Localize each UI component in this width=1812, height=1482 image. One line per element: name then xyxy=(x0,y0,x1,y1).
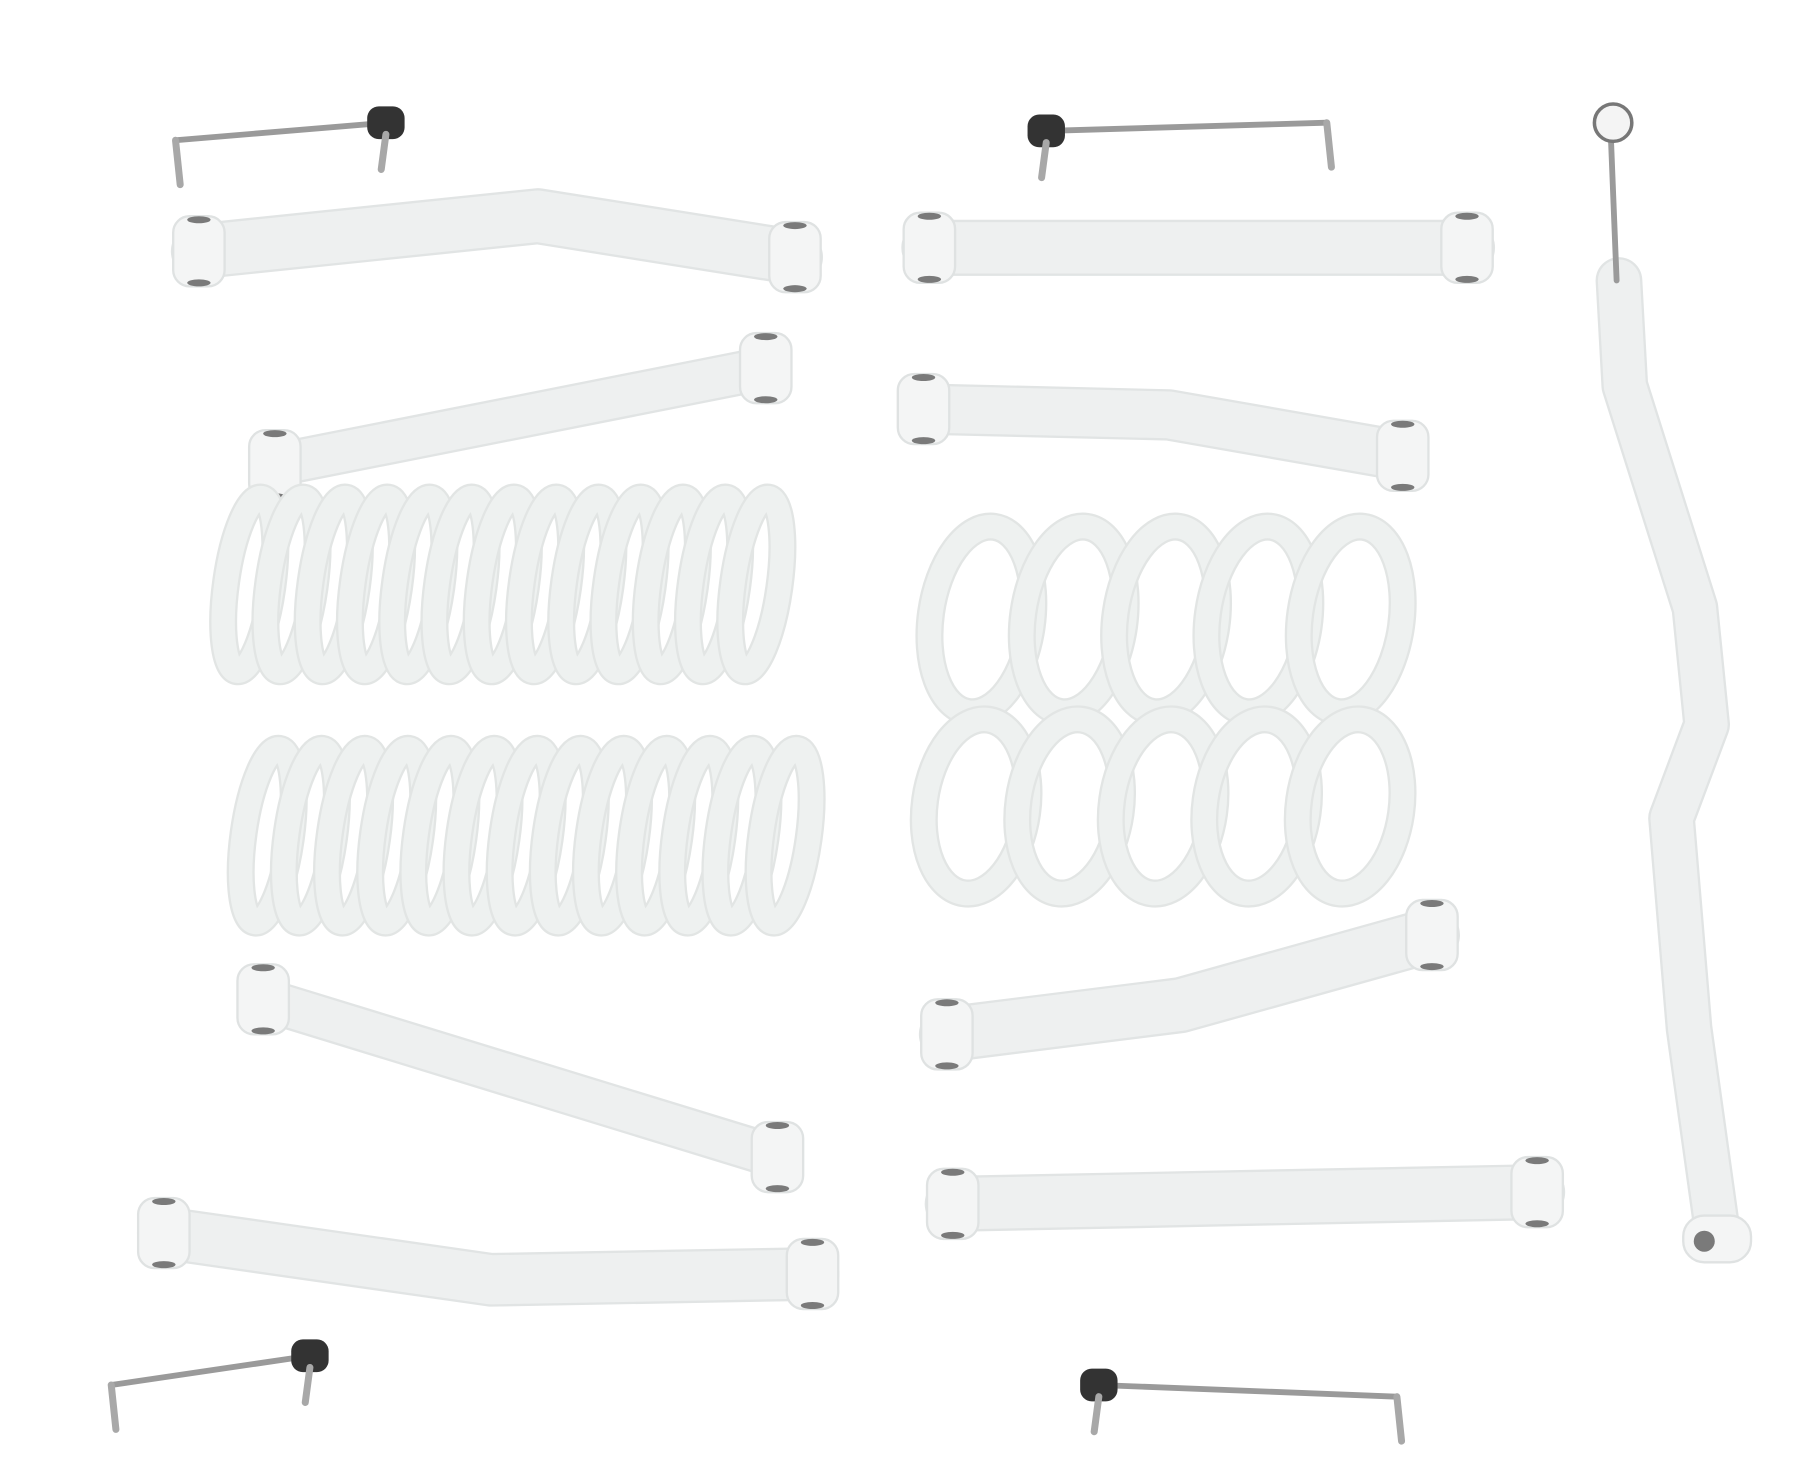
control-arm-8 xyxy=(924,1155,1566,1241)
bushing-sleeve xyxy=(941,1231,965,1239)
bushing-sleeve xyxy=(765,1122,790,1130)
bushing-sleeve xyxy=(1525,1220,1549,1228)
coil-spring-4 xyxy=(909,705,1417,908)
bushing-sleeve xyxy=(911,437,936,445)
bushing-sleeve xyxy=(754,396,778,404)
rod-end xyxy=(291,1339,329,1373)
stud xyxy=(1038,139,1050,182)
stud xyxy=(301,1363,314,1407)
track-bar-adjuster xyxy=(1607,131,1620,284)
stud xyxy=(1393,1393,1406,1445)
rod-end xyxy=(1027,114,1065,148)
bushing xyxy=(750,1120,805,1194)
rod-end xyxy=(367,106,405,140)
bushing-sleeve xyxy=(251,1027,275,1035)
bushing xyxy=(738,331,793,405)
bushing xyxy=(136,1196,191,1270)
control-arm-1 xyxy=(170,188,824,294)
rod-end xyxy=(1080,1368,1118,1402)
threaded-rod xyxy=(172,119,389,144)
bushing xyxy=(1510,1155,1565,1229)
control-arm-5 xyxy=(236,963,805,1194)
bushing xyxy=(172,215,226,288)
bushing-sleeve xyxy=(152,1197,176,1206)
stud xyxy=(377,130,390,173)
bushing-sleeve xyxy=(941,1168,965,1176)
bushing-sleeve xyxy=(783,285,807,293)
bushing-sleeve xyxy=(911,374,936,382)
coil-spring-1 xyxy=(209,483,797,686)
arm-body xyxy=(254,348,786,486)
bushing-sleeve xyxy=(935,1062,959,1070)
bushing-sleeve xyxy=(1391,420,1415,428)
track-bar-bushing xyxy=(1682,1214,1753,1264)
track-bar-body xyxy=(1597,259,1740,1260)
bushing-sleeve xyxy=(1455,275,1479,283)
stud xyxy=(107,1381,120,1433)
bushing xyxy=(785,1237,840,1311)
arm-body xyxy=(921,909,1458,1061)
track-bar-heim-joint xyxy=(1592,102,1634,144)
coil-spring-3 xyxy=(915,512,1417,727)
arm-body xyxy=(243,979,798,1177)
arm-body xyxy=(900,385,1427,480)
bushing-sleeve xyxy=(800,1302,825,1310)
arm-body xyxy=(927,1166,1563,1230)
bushing-sleeve xyxy=(917,212,942,220)
bushing-sleeve xyxy=(152,1261,176,1269)
sway-link-bottom-left xyxy=(107,1339,329,1433)
arm-body xyxy=(173,190,821,283)
sway-link-top-center xyxy=(1027,114,1335,182)
bushing xyxy=(920,998,974,1071)
threaded-rod xyxy=(108,1352,313,1388)
bushing-sleeve xyxy=(187,279,211,287)
threaded-rod xyxy=(1095,1382,1400,1400)
sway-link-top-left xyxy=(172,106,405,189)
bushing xyxy=(1405,898,1459,972)
bushing-sleeve xyxy=(935,999,959,1007)
bushing-sleeve xyxy=(783,222,807,230)
coil-spring-2 xyxy=(226,734,826,937)
stud xyxy=(1090,1393,1103,1436)
track-bar xyxy=(1592,102,1753,1264)
track-bar-sleeve xyxy=(1693,1230,1715,1252)
bushing-sleeve xyxy=(187,216,211,224)
coil-turn xyxy=(1286,707,1415,906)
bushing-sleeve xyxy=(251,964,275,972)
coil-turn xyxy=(718,485,795,683)
bushing-sleeve xyxy=(765,1185,790,1193)
bushing-sleeve xyxy=(1455,212,1479,220)
control-arm-7 xyxy=(136,1196,840,1311)
stud xyxy=(1323,119,1335,171)
control-arm-3 xyxy=(247,331,793,502)
bushing xyxy=(896,372,951,446)
bushing xyxy=(925,1167,980,1241)
sway-link-bottom-center xyxy=(1080,1368,1406,1445)
control-arm-6 xyxy=(918,898,1460,1071)
threaded-rod xyxy=(1043,119,1330,134)
bushing xyxy=(768,220,822,294)
control-arm-4 xyxy=(896,372,1430,493)
arm-body xyxy=(139,1208,838,1305)
bushing-sleeve xyxy=(1420,899,1444,907)
bushing-sleeve xyxy=(800,1238,825,1246)
bushing-sleeve xyxy=(917,275,942,283)
coil-turn xyxy=(746,737,824,935)
bushing-sleeve xyxy=(1420,963,1444,971)
bushing xyxy=(1375,419,1430,493)
bushing-sleeve xyxy=(1525,1157,1549,1165)
bushing-sleeve xyxy=(754,333,778,341)
bushing-sleeve xyxy=(1391,483,1415,491)
control-arm-2 xyxy=(901,211,1496,285)
bushing xyxy=(236,963,291,1036)
bushing-sleeve xyxy=(263,430,287,438)
bushing xyxy=(1440,211,1494,285)
bushing xyxy=(902,211,957,285)
stud xyxy=(172,136,184,189)
